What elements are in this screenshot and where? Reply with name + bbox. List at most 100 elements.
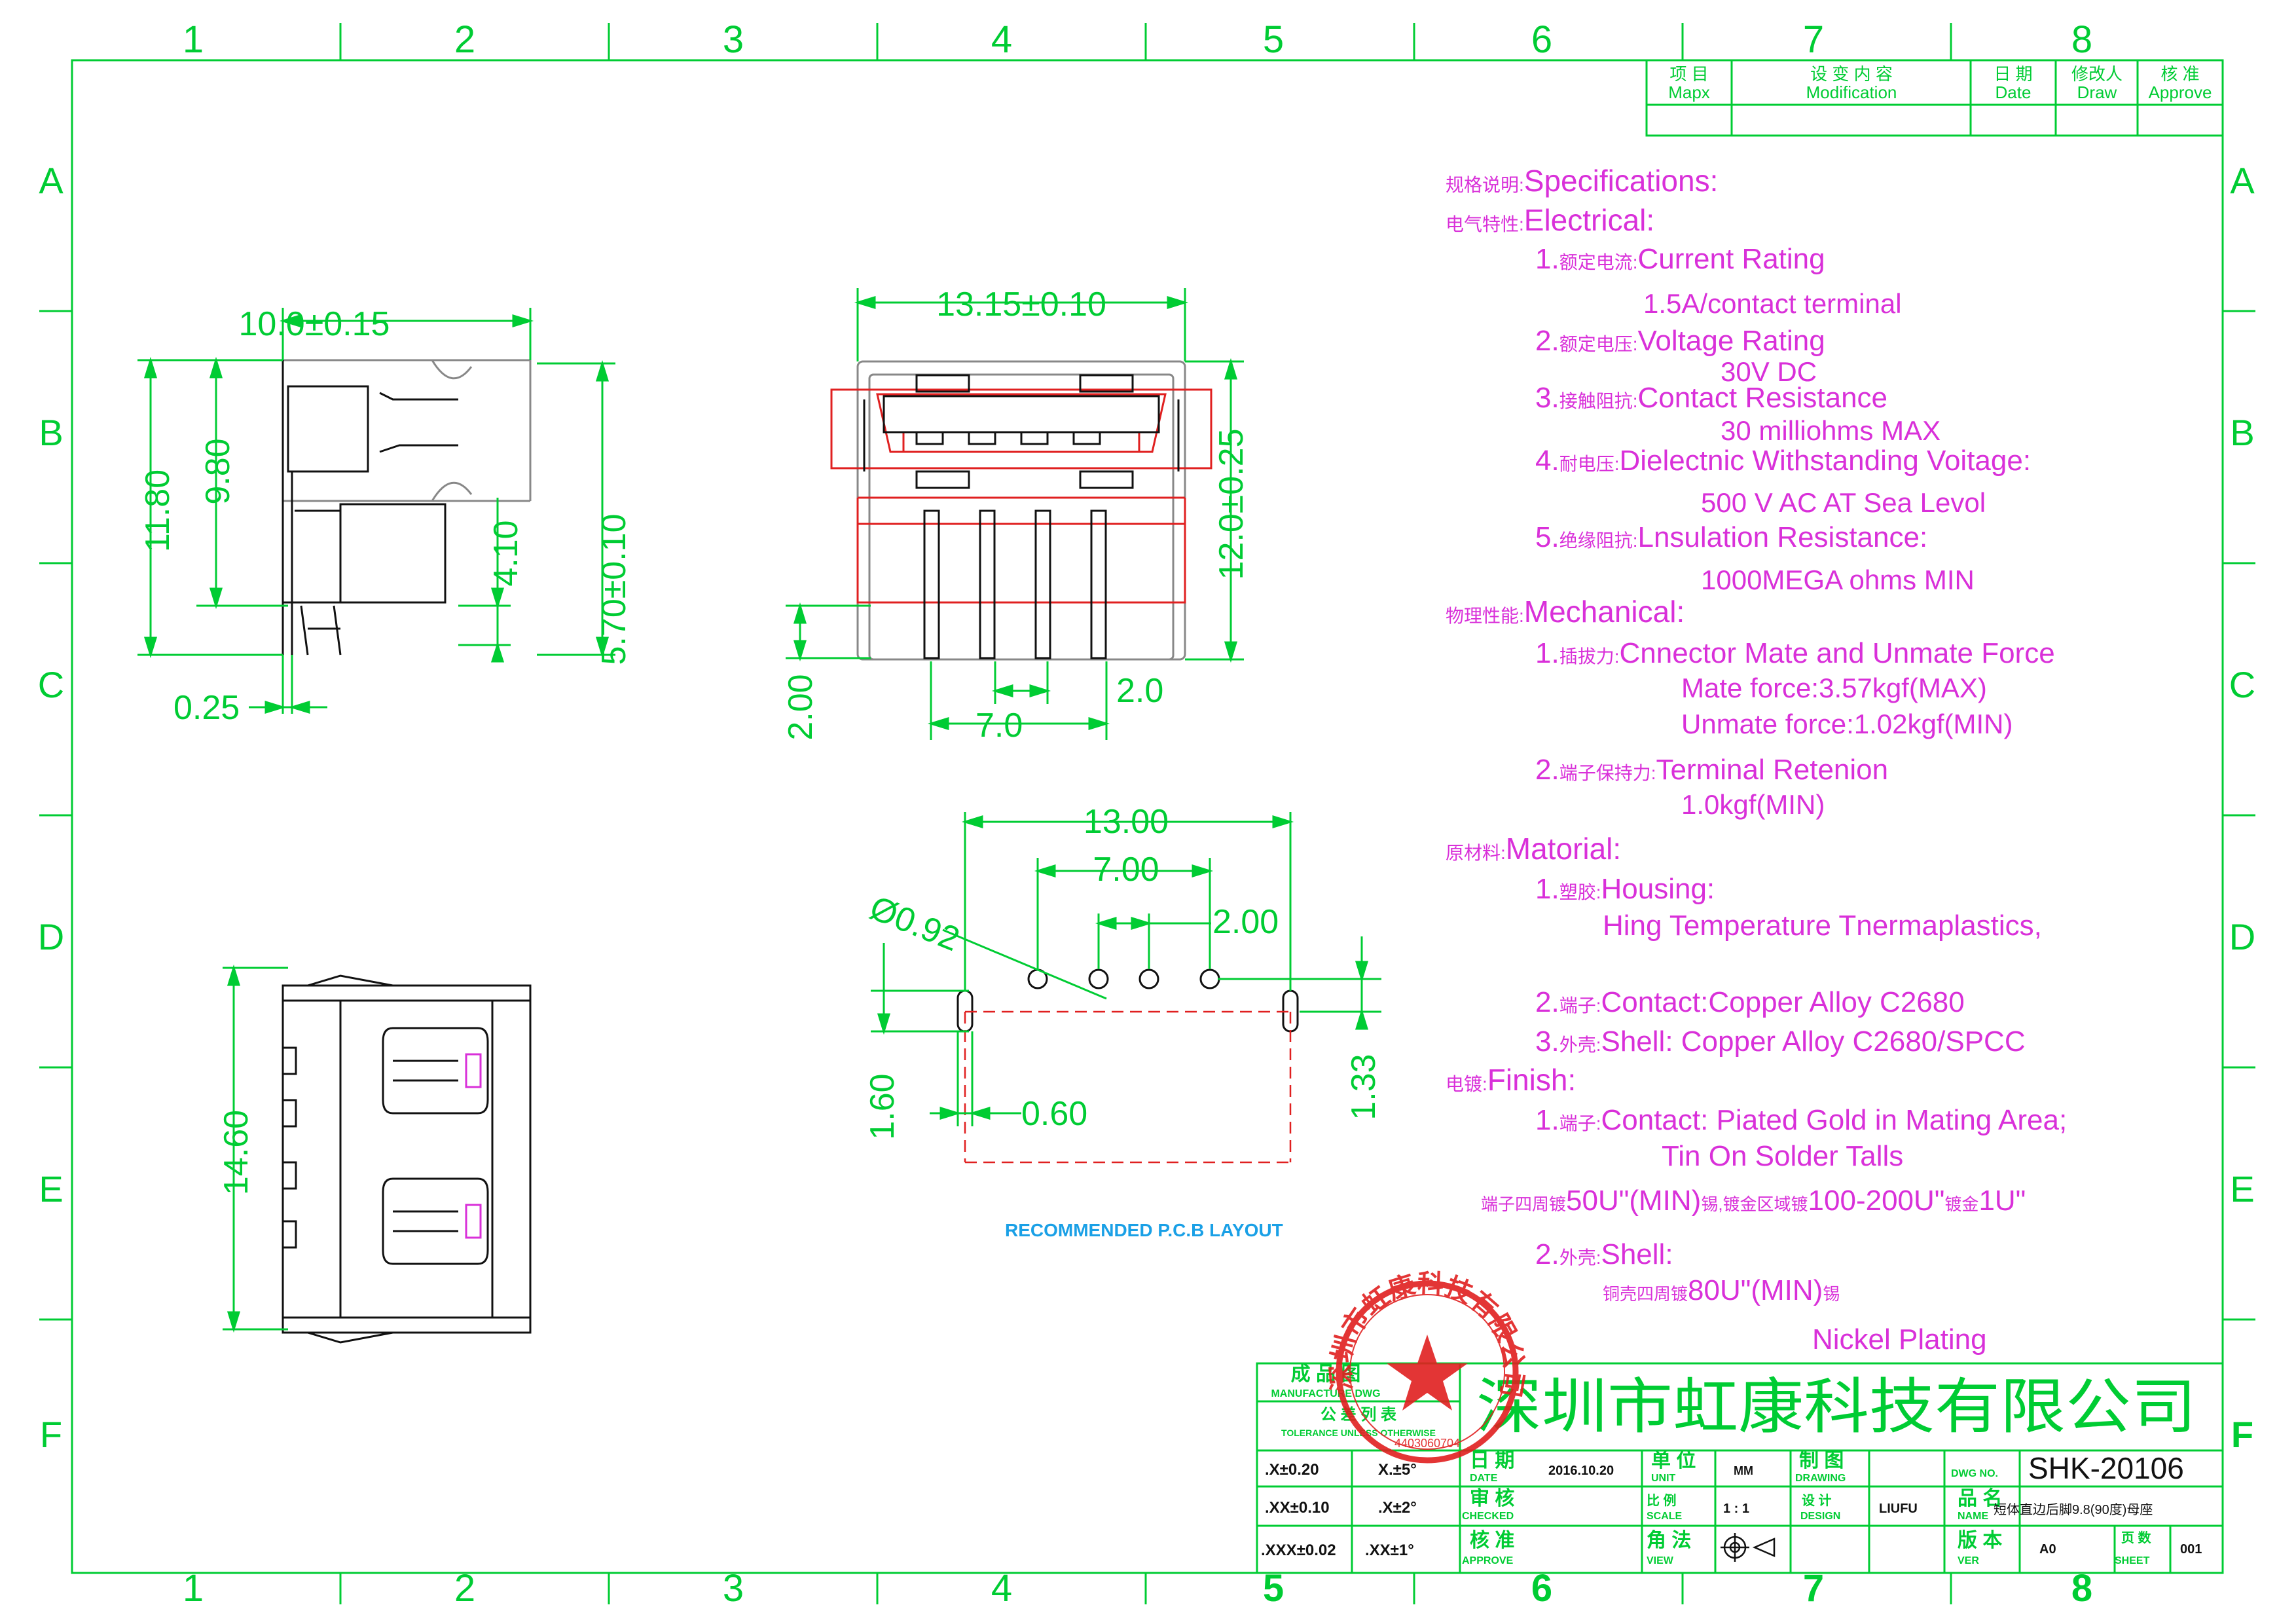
- grid-col-label: 6: [1531, 1567, 1552, 1610]
- pcb-layout-label: RECOMMENDED P.C.B LAYOUT: [1005, 1220, 1283, 1240]
- grid-row-label: A: [39, 160, 64, 201]
- spec-item-voltage-value: 30V DC: [1721, 356, 1817, 387]
- spec-title-cn: 规格说明:: [1446, 175, 1524, 195]
- grid-row-label: D: [2229, 916, 2255, 957]
- spec-item-dielectric-value: 500 V AC AT Sea Levol: [1701, 487, 1986, 518]
- tb-scale-en: SCALE: [1647, 1511, 1683, 1522]
- star-icon: [1387, 1335, 1468, 1411]
- tb-mfg-en: MANUFACTURE DWG: [1271, 1388, 1380, 1399]
- grid-row-label: A: [2230, 160, 2255, 201]
- rev-header-cn: 设 变 内 容: [1810, 64, 1893, 84]
- tb-tol-b1: X.±5°: [1378, 1461, 1417, 1479]
- tb-scale-cn: 比 例: [1647, 1492, 1677, 1508]
- tb-tol-a1: .X±0.20: [1265, 1461, 1319, 1479]
- front-view: 13.15±0.10 12.0±0.25 2.00 2.0 7.0: [782, 286, 1250, 745]
- tb-name-value: 短体直边后脚9.8(90度)母座: [1994, 1502, 2153, 1517]
- tb-tol-a2: .XX±0.10: [1265, 1499, 1330, 1517]
- spec-item-current: 1.额定电流:Current Rating: [1535, 243, 1825, 275]
- tb-date-cn: 日 期: [1470, 1450, 1514, 1471]
- spec-fin-contact: 1.端子:Contact: Piated Gold in Mating Area…: [1535, 1104, 2067, 1136]
- tb-ver-cn: 版 本: [1958, 1530, 2002, 1551]
- grid-row-label: B: [39, 412, 63, 453]
- spec-item-contact-value: 30 milliohms MAX: [1721, 415, 1941, 446]
- tb-date-value: 2016.10.20: [1548, 1464, 1614, 1478]
- grid-row-labels-right: A B C D E F: [2229, 160, 2255, 1455]
- sheet-frame: [39, 23, 2255, 1604]
- specifications: 规格说明:Specifications: 电气特性:Electrical: 1.…: [1446, 164, 2067, 1356]
- spec-title: 规格说明:Specifications:: [1446, 164, 1718, 198]
- spec-title-en: Specifications:: [1524, 164, 1719, 198]
- spec-mechanical: 物理性能:Mechanical:: [1446, 595, 1685, 629]
- tb-view-en: VIEW: [1647, 1555, 1674, 1566]
- tb-checked-en: CHECKED: [1462, 1511, 1514, 1522]
- dim-front-span: 7.0: [975, 707, 1023, 745]
- grid-row-label: E: [39, 1168, 63, 1209]
- grid-row-label: F: [2231, 1414, 2253, 1455]
- dim-side-h4: 5.70±0.10: [595, 514, 633, 665]
- tb-drawing-cn: 制 图: [1799, 1450, 1844, 1471]
- dim-top-height: 14.60: [217, 1110, 255, 1195]
- spec-mech-force: 1.插拔力:Cnnector Mate and Unmate Force: [1535, 637, 2055, 669]
- stamp-code: 4403060704: [1394, 1437, 1460, 1450]
- dim-front-pin: 2.00: [782, 674, 820, 740]
- spec-mat-housing-value: Hing Temperature Tnermaplastics,: [1603, 910, 2042, 942]
- spec-item-insulation-value: 1000MEGA ohms MIN: [1701, 564, 1975, 595]
- grid-row-label: C: [38, 664, 64, 705]
- spec-item-contact: 3.接触阻抗:Contact Resistance: [1535, 382, 1887, 414]
- grid-col-labels-bottom: 1 2 3 4 5 6 7 8: [183, 1567, 2092, 1610]
- dim-front-height: 12.0±0.25: [1212, 429, 1250, 580]
- spec-electrical-cn: 电气特性:: [1446, 214, 1524, 234]
- tb-sheet-cn: 页 数: [2121, 1530, 2152, 1545]
- spec-item-voltage: 2.额定电压:Voltage Rating: [1535, 325, 1825, 357]
- grid-col-label: 5: [1263, 1567, 1284, 1610]
- rev-header-en: Mapx: [1668, 83, 1710, 102]
- dim-front-width: 13.15±0.10: [936, 286, 1106, 323]
- tb-company: 深圳市虹康科技有限公司: [1476, 1374, 2196, 1441]
- spec-mech-unmate: Unmate force:1.02kgf(MIN): [1681, 709, 2013, 739]
- spec-mat-housing: 1.塑胶:Housing:: [1535, 873, 1715, 905]
- dim-pcb-h2: 1.33: [1345, 1054, 1383, 1120]
- spec-item-dielectric: 4.耐电压:Dielectnic Withstanding Voitage:: [1535, 445, 2031, 477]
- dim-side-h1: 11.80: [139, 470, 177, 552]
- grid-col-labels-top: 1 2 3 4 5 6 7 8: [183, 18, 2092, 61]
- rev-header-cn: 修改人: [2071, 64, 2123, 84]
- rev-header-en: Approve: [2149, 83, 2212, 102]
- grid-col-label: 5: [1263, 18, 1284, 61]
- tb-view-cn: 角 法: [1647, 1530, 1691, 1551]
- tb-tol-b3: .XX±1°: [1365, 1541, 1414, 1559]
- grid-col-label: 1: [183, 1567, 204, 1610]
- rev-header-en: Date: [1995, 83, 2032, 102]
- spec-electrical: 电气特性:Electrical:: [1446, 203, 1654, 237]
- grid-col-label: 4: [991, 1567, 1012, 1610]
- side-view: 10.0±0.15 11.80 9.80 4.10 5.70±0.10 0.25: [137, 305, 633, 727]
- spec-fin-shell-v1: 铜壳四周镀80U"(MIN)锡: [1603, 1274, 1840, 1306]
- dim-side-t: 0.25: [173, 689, 240, 727]
- tb-tol-b2: .X±2°: [1378, 1499, 1417, 1517]
- grid-col-label: 7: [1803, 1567, 1824, 1610]
- spec-item-insulation: 5.绝缘阻抗:Lnsulation Resistance:: [1535, 521, 1927, 553]
- grid-col-label: 8: [2071, 18, 2092, 61]
- dim-pcb-width: 13.00: [1084, 803, 1169, 841]
- tb-approve-en: APPROVE: [1462, 1555, 1514, 1566]
- tb-sheet-en: SHEET: [2115, 1555, 2150, 1566]
- spec-mech-retention-value: 1.0kgf(MIN): [1681, 789, 1825, 820]
- tb-design-en: DESIGN: [1800, 1511, 1840, 1522]
- tb-tol-a3: .XXX±0.02: [1261, 1541, 1336, 1559]
- tb-unit-value: MM: [1734, 1464, 1753, 1477]
- dim-pcb-hole: Ø0.92: [865, 889, 965, 959]
- tb-mfg-cn: 成 品 图: [1291, 1363, 1361, 1385]
- tb-design-value: LIUFU: [1879, 1502, 1918, 1516]
- spec-fin-contact-v2: 端子四周镀50U"(MIN)锡,镀金区域镀100-200U"镀金1U": [1481, 1185, 2026, 1217]
- tb-checked-cn: 审 核: [1470, 1487, 1514, 1509]
- dim-side-width: 10.0±0.15: [239, 305, 390, 343]
- revision-table: 项 目 Mapx 设 变 内 容 Modification 日 期 Date 修…: [1645, 59, 2224, 137]
- grid-row-label: B: [2230, 412, 2254, 453]
- dim-side-h3: 4.10: [487, 520, 525, 586]
- rev-header-cn: 日 期: [1994, 64, 2032, 84]
- grid-col-label: 3: [723, 18, 744, 61]
- tb-name-cn: 品 名: [1958, 1488, 2002, 1509]
- tb-unit-cn: 单 位: [1651, 1449, 1696, 1471]
- tb-ver-en: VER: [1958, 1555, 1979, 1566]
- spec-mat-contact: 2.端子:Contact:Copper Alloy C2680: [1535, 986, 1965, 1018]
- top-view: 14.60: [217, 964, 532, 1344]
